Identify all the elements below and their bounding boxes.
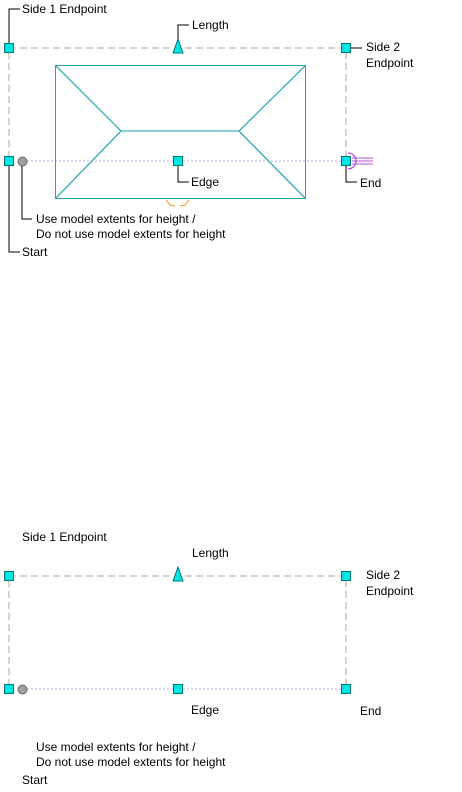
diagram-2-leader-length xyxy=(177,24,189,39)
diagram-1-edge-grip[interactable] xyxy=(173,156,183,166)
diagram-1-label-side1-endpoint: Side 1 Endpoint xyxy=(22,2,107,16)
diagram-2-length-grip[interactable] xyxy=(172,565,184,582)
diagram-2-label-edge: Edge xyxy=(191,703,220,717)
diagram-1-length-grip[interactable] xyxy=(172,37,184,54)
diagram-1-leader-length xyxy=(177,24,189,39)
diagram-1-label-side2-line2: Endpoint xyxy=(366,56,414,70)
diagram-2-side2-endpoint-grip[interactable] xyxy=(341,571,351,581)
diagram-2-label-side2-line2: Endpoint xyxy=(366,584,414,598)
diagram-2-label-start: Start xyxy=(22,773,48,787)
diagram-2-leader-start xyxy=(8,166,20,253)
diagram-2-leader-edge xyxy=(177,166,189,183)
diagram-2-leader-end xyxy=(345,166,357,183)
diagram-2-roof-outline xyxy=(55,65,306,199)
diagram-2-hip-lower-right xyxy=(238,130,306,199)
diagram-2-label-extents-line1: Use model extents for height / xyxy=(36,740,196,754)
diagram-1-end-grip[interactable] xyxy=(341,156,351,166)
diagram-1-label-edge: Edge xyxy=(191,175,220,189)
diagram-1-side2-endpoint-grip[interactable] xyxy=(341,43,351,53)
diagram-2-extents-toggle-grip[interactable] xyxy=(17,684,28,695)
diagram-1-ridge-hip-upper xyxy=(55,65,306,132)
diagram-1-label-extents-line2: Do not use model extents for height xyxy=(36,227,226,241)
diagram-1-leader-side1 xyxy=(8,8,20,43)
diagram-2-label-side1-endpoint: Side 1 Endpoint xyxy=(22,530,107,544)
diagram-2-ridge-hip-upper xyxy=(55,65,306,132)
diagram-1-roof-outline xyxy=(55,65,306,199)
diagram-2-side1-endpoint-grip[interactable] xyxy=(4,571,14,581)
diagram-2-label-side2-line1: Side 2 xyxy=(366,568,401,582)
diagram-1-start-grip[interactable] xyxy=(4,156,14,166)
diagram-2-orange-tick-right xyxy=(179,199,190,207)
diagram-1-label-side2-line1: Side 2 xyxy=(366,40,401,54)
diagram-2-label-length: Length xyxy=(192,546,229,560)
diagram-1-label-length: Length xyxy=(192,18,229,32)
diagram-1-leader-edge xyxy=(177,166,189,183)
diagram-1-extents-toggle-grip[interactable] xyxy=(17,156,28,167)
diagram-1-leader-extents xyxy=(21,166,32,220)
diagram-1-label-end: End xyxy=(360,176,382,190)
diagram-1-label-extents-line1: Use model extents for height / xyxy=(36,212,196,226)
diagram-2-orange-tick-left xyxy=(165,199,176,207)
diagram-2-label-end: End xyxy=(360,704,382,718)
diagram-2-leader-extents xyxy=(21,166,32,220)
diagram-1-side1-endpoint-grip[interactable] xyxy=(4,43,14,53)
diagram-1-label-start: Start xyxy=(22,245,48,259)
diagram-2-start-grip[interactable] xyxy=(4,684,14,694)
diagram-2-label-extents-line2: Do not use model extents for height xyxy=(36,755,226,769)
diagram-1-leader-start xyxy=(8,166,20,253)
diagram-2-leader-side1 xyxy=(8,8,20,43)
diagram-2-hip-lower-left xyxy=(55,130,122,199)
diagram-2-edge-grip[interactable] xyxy=(173,684,183,694)
diagram-2-end-grip[interactable] xyxy=(341,684,351,694)
